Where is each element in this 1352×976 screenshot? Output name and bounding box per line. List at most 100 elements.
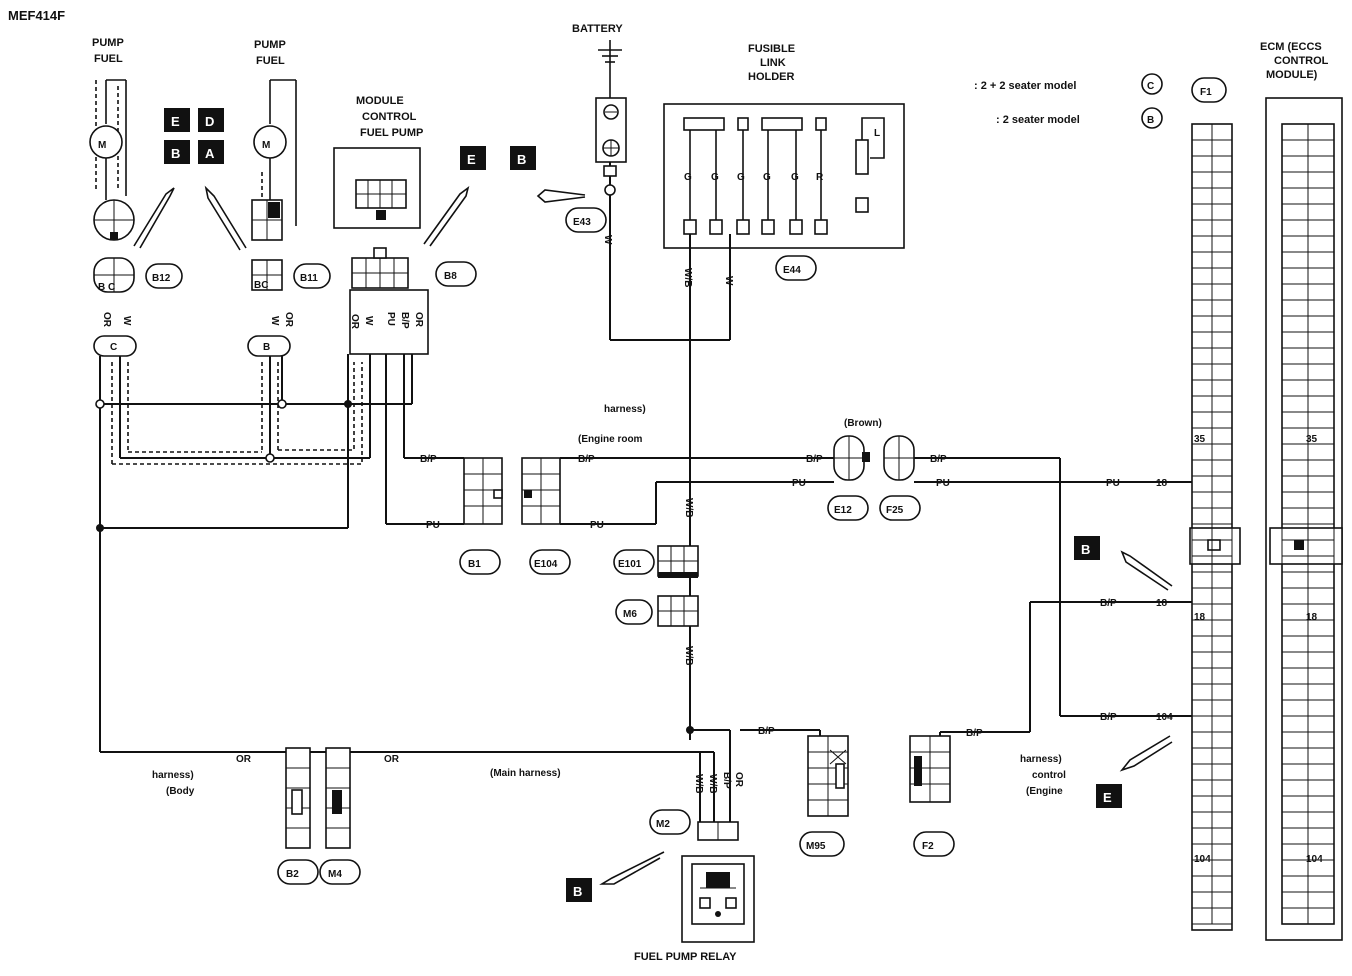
connector-m6: M6 [615,595,699,627]
connector-m4: M4 [319,747,361,885]
svg-text:PUMP: PUMP [254,39,286,51]
badge-b-relay: B [566,878,592,902]
fuel-pump-relay: FUEL PUMP RELAY [634,855,755,963]
svg-text:W/B: W/B [683,498,694,517]
harness-brown: (Brown) [844,418,882,429]
svg-text:OR: OR [413,312,424,328]
fusible-label-2: LINK [760,57,786,69]
ecm-label-2: CONTROL [1274,55,1329,67]
svg-text:W: W [269,316,280,326]
harness-body-1: (Body [166,786,195,797]
connector-e12: E12 [827,435,870,521]
svg-text:35: 35 [1194,434,1206,445]
svg-text:B: B [263,342,270,353]
svg-text:B: B [517,152,526,167]
ecm-label-1: ECM (ECCS [1260,41,1322,53]
svg-text:harness): harness) [1020,754,1062,765]
harness-engine-room-1: (Engine room [578,434,643,445]
svg-text:B/P: B/P [399,312,410,329]
svg-text:F2: F2 [922,841,934,852]
svg-text:35: 35 [1306,434,1318,445]
svg-text:18: 18 [1194,612,1206,623]
svg-text:B C: B C [98,282,115,293]
fuel-pump-control-module: MODULE CONTROL FUEL PUMP [333,95,423,229]
connector-e44: E44 [775,255,817,281]
legend: C : 2 + 2 seater model B : 2 seater mode… [974,73,1163,129]
svg-text:B/P: B/P [758,726,775,737]
svg-text:B/P: B/P [1100,712,1117,723]
svg-text:E43: E43 [573,217,591,228]
fusible-label-3: HOLDER [748,71,795,83]
badge-b-top: B [510,146,536,170]
svg-text:G: G [763,172,771,183]
svg-text:B: B [1081,542,1090,557]
svg-text:18: 18 [1156,478,1168,489]
harness-body-2: harness) [152,770,194,781]
battery: BATTERY W [572,23,627,340]
svg-text:104: 104 [1156,712,1173,723]
svg-text:E12: E12 [834,505,852,516]
svg-text:OR: OR [283,312,294,328]
svg-text:E: E [467,152,476,167]
svg-text:B/P: B/P [806,454,823,465]
svg-text:B: B [573,884,582,899]
svg-text:E101: E101 [618,559,642,570]
svg-text:PUMP: PUMP [92,37,124,49]
connector-b1: B1 [459,457,503,575]
svg-text:M: M [262,140,270,151]
f1-grid [1191,123,1233,925]
svg-text:18: 18 [1306,612,1318,623]
svg-text:M2: M2 [656,819,670,830]
ecm-grid [1281,123,1335,925]
legend-key-c: C [1147,81,1154,92]
svg-text:M4: M4 [328,869,342,880]
svg-text:18: 18 [1156,598,1168,609]
svg-text:OR: OR [384,754,400,765]
junction-c: C [93,335,137,357]
svg-text:R: R [816,172,824,183]
svg-text:PU: PU [385,312,396,326]
svg-text:OR: OR [236,754,252,765]
svg-text:L: L [874,128,880,139]
svg-text:G: G [711,172,719,183]
svg-text:PU: PU [936,478,950,489]
svg-text:FUEL PUMP RELAY: FUEL PUMP RELAY [634,951,737,963]
ecm: ECM (ECCS CONTROL MODULE) 35 18 104 [1260,41,1343,941]
svg-text:B2: B2 [286,869,299,880]
fuel-pump-left: PUMP FUEL M [89,37,135,241]
svg-text:CONTROL: CONTROL [362,111,417,123]
diagram-id: MEF414F [8,8,65,23]
ecm-label-3: MODULE) [1266,69,1318,81]
fusible-link-holder: FUSIBLE LINK HOLDER G G G G G [663,43,905,249]
svg-text:W/B: W/B [707,774,718,793]
harness-main: (Main harness) [490,768,561,779]
svg-text:C: C [110,342,117,353]
svg-text:B/P: B/P [966,728,983,739]
svg-text:W/B: W/B [693,774,704,793]
svg-text:E: E [1103,790,1112,805]
svg-text:MODULE: MODULE [356,95,404,107]
svg-text:W/B: W/B [682,268,693,287]
svg-text:G: G [737,172,745,183]
connector-e104: E104 [521,457,571,575]
badges-abde: E D B A [164,108,224,164]
junction-b: B [247,335,291,357]
fuel-pump-right: PUMP FUEL M [251,39,297,241]
connector-b2: B2 [277,747,319,885]
svg-text:B: B [171,146,180,161]
legend-text-b: : 2 seater model [996,114,1080,126]
connector-m95: M95 [799,735,849,857]
svg-text:D: D [205,114,214,129]
svg-text:BC: BC [254,280,268,291]
badge-e-top: E [460,146,486,170]
svg-text:PU: PU [590,520,604,531]
legend-key-b: B [1147,115,1154,126]
connector-e43: E43 [565,207,607,233]
svg-text:M: M [98,140,106,151]
svg-text:OR: OR [733,772,744,788]
svg-text:B/P: B/P [721,772,732,789]
svg-text:M6: M6 [623,609,637,620]
badge-b-ecm: B [1074,536,1100,560]
svg-text:W: W [602,235,613,245]
